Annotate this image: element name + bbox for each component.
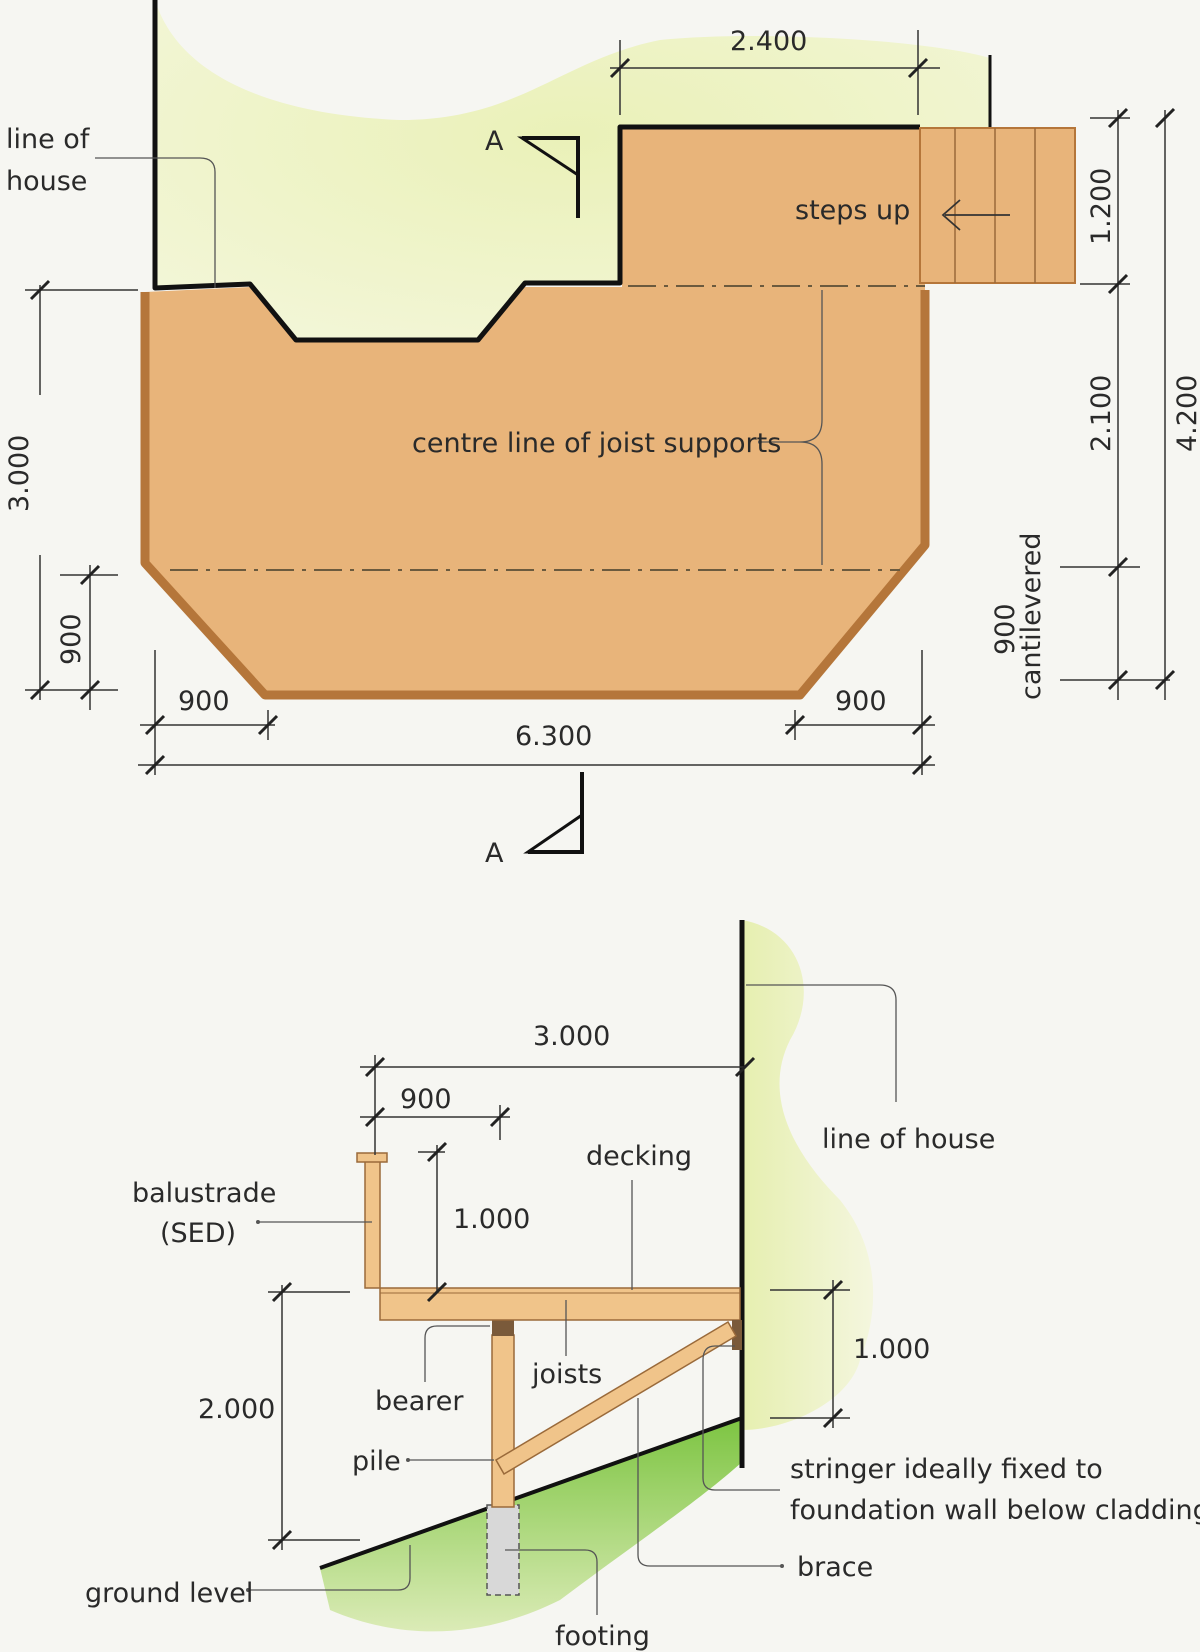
stringer	[732, 1320, 742, 1350]
dimension-4200-label: 4.200	[1172, 375, 1200, 452]
balustrade-cap	[356, 1152, 388, 1163]
section-dimensions	[268, 1055, 850, 1551]
balustrade	[364, 1159, 381, 1289]
steps-arrow-icon	[941, 199, 1010, 231]
section-view: 3.000 900 1.000 2.000 1.000 balustrade (…	[85, 920, 1200, 1652]
ground-level-label: ground level	[85, 1578, 253, 1609]
pile-label: pile	[352, 1446, 401, 1477]
balustrade-label-1: balustrade	[132, 1178, 276, 1209]
section-dim-900-label: 900	[400, 1084, 452, 1115]
footing-label: footing	[555, 1621, 650, 1652]
line-of-house-label-2: house	[6, 166, 87, 197]
brace	[494, 1320, 738, 1476]
bearer-block	[492, 1318, 514, 1336]
centre-line-bracket	[762, 290, 823, 565]
decking-label: decking	[586, 1141, 692, 1172]
centre-line-label: centre line of joist supports	[412, 428, 781, 459]
dimension-900-left-label: 900	[56, 613, 87, 665]
house-wall-line	[152, 0, 920, 343]
dimension-900-cant-label: 900	[990, 603, 1021, 655]
steps	[919, 127, 1076, 284]
section-leaders	[246, 984, 897, 1615]
joists-label: joists	[531, 1359, 602, 1390]
section-label-bottom: A	[485, 838, 504, 869]
pile	[491, 1334, 515, 1508]
deck-surface	[145, 128, 925, 695]
dimension-2400	[609, 30, 940, 115]
dimension-bottom-set	[138, 650, 935, 776]
stringer-label-2: foundation wall below cladding	[790, 1495, 1200, 1526]
bearer-label: bearer	[375, 1386, 464, 1417]
cantilevered-label: cantilevered	[1016, 532, 1047, 700]
brace-label: brace	[797, 1552, 873, 1583]
section-dim-3000-label: 3.000	[533, 1021, 610, 1052]
section-mark-bottom	[523, 772, 584, 854]
dimension-3000-plan-label: 3.000	[4, 435, 35, 512]
section-mark-top	[517, 136, 580, 218]
section-dim-2000-label: 2.000	[198, 1394, 275, 1425]
dimension-900-bottom-left-label: 900	[178, 686, 230, 717]
section-label-top: A	[485, 126, 504, 157]
section-dim-1000-top-label: 1.000	[453, 1204, 530, 1235]
line-of-house-leader	[95, 157, 216, 288]
balustrade-label-2: (SED)	[160, 1218, 236, 1249]
dimension-2100-label: 2.100	[1086, 375, 1117, 452]
section-dim-1000-right-label: 1.000	[853, 1334, 930, 1365]
steps-up-label: steps up	[795, 195, 910, 226]
line-of-house-label-1: line of	[6, 124, 91, 155]
deck-edge	[140, 290, 930, 700]
ground-grass	[320, 1418, 742, 1632]
dimension-6300-label: 6.300	[515, 721, 592, 752]
dimension-right-set	[1060, 107, 1176, 700]
line-of-house-section-label: line of house	[822, 1124, 995, 1155]
house-area	[742, 920, 874, 1430]
plan-view: A A line of house steps up centre line o…	[4, 0, 1200, 869]
dimension-1200-label: 1.200	[1086, 168, 1117, 245]
ground-line	[319, 1416, 743, 1570]
stringer-label-1: stringer ideally fixed to	[790, 1454, 1103, 1485]
dimension-2400-label: 2.400	[730, 26, 807, 57]
dimension-900-bottom-right-label: 900	[835, 686, 887, 717]
